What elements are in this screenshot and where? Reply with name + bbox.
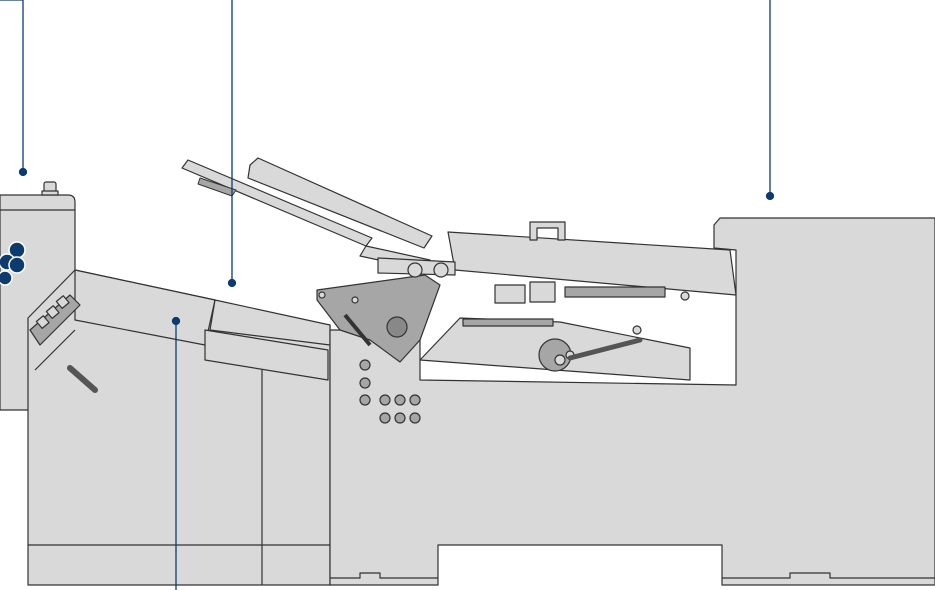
adjustment-knobs[interactable] xyxy=(29,294,81,371)
callout-control-panel[interactable] xyxy=(0,0,28,177)
roller-icon xyxy=(407,262,423,278)
knob-icon[interactable] xyxy=(35,315,50,330)
round-button-icon[interactable] xyxy=(8,256,26,274)
lever-handle[interactable] xyxy=(67,365,98,393)
status-ports xyxy=(359,359,421,424)
deck-handle-icon[interactable] xyxy=(529,221,566,241)
round-button-icon[interactable] xyxy=(0,270,13,286)
control-buttons[interactable] xyxy=(0,241,26,286)
delivery-tray xyxy=(419,317,691,381)
roller-icon xyxy=(433,262,449,278)
side-frame xyxy=(316,257,456,363)
feed-table xyxy=(181,157,433,271)
callout-feed-table[interactable] xyxy=(227,0,237,288)
callout-delivery-unit[interactable] xyxy=(765,0,775,201)
knob-icon[interactable] xyxy=(55,295,70,310)
knob-icon[interactable] xyxy=(45,305,60,320)
callout-folding-unit[interactable] xyxy=(171,316,181,590)
main-body xyxy=(329,217,935,586)
folding-unit xyxy=(27,269,331,586)
upper-deck xyxy=(447,221,737,304)
